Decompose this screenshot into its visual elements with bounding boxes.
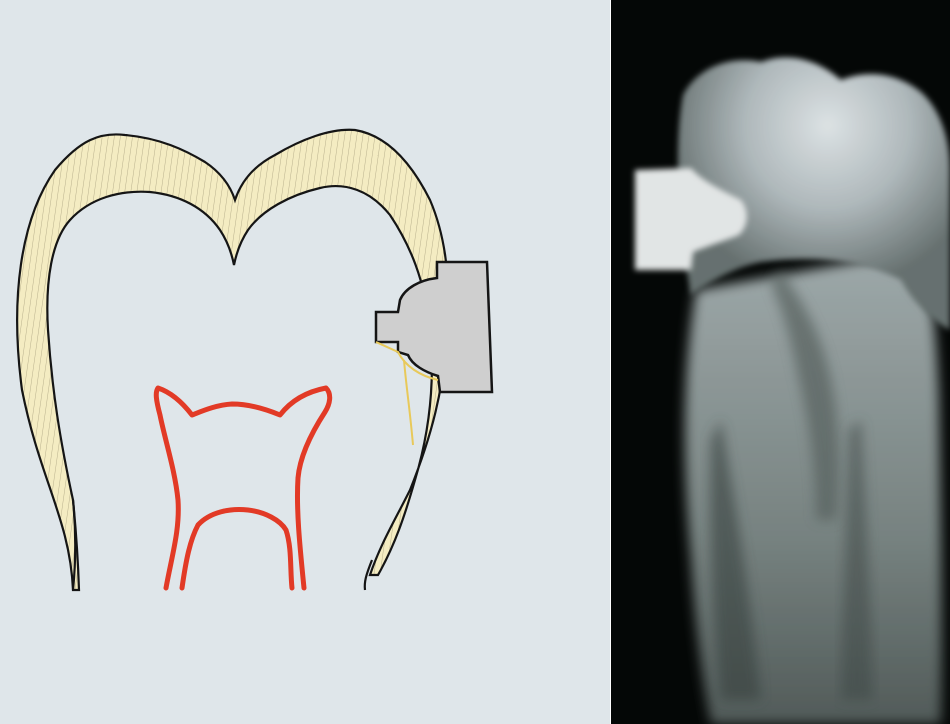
enamel-layer-icon bbox=[17, 130, 448, 590]
crack-line-icon bbox=[404, 360, 413, 445]
schematic-svg bbox=[0, 0, 610, 724]
schematic-panel bbox=[0, 0, 610, 724]
pulp-chamber-icon bbox=[156, 388, 329, 588]
restoration-icon bbox=[376, 262, 492, 392]
radiograph-panel bbox=[611, 0, 950, 724]
xray-tooth-icon bbox=[611, 0, 950, 724]
